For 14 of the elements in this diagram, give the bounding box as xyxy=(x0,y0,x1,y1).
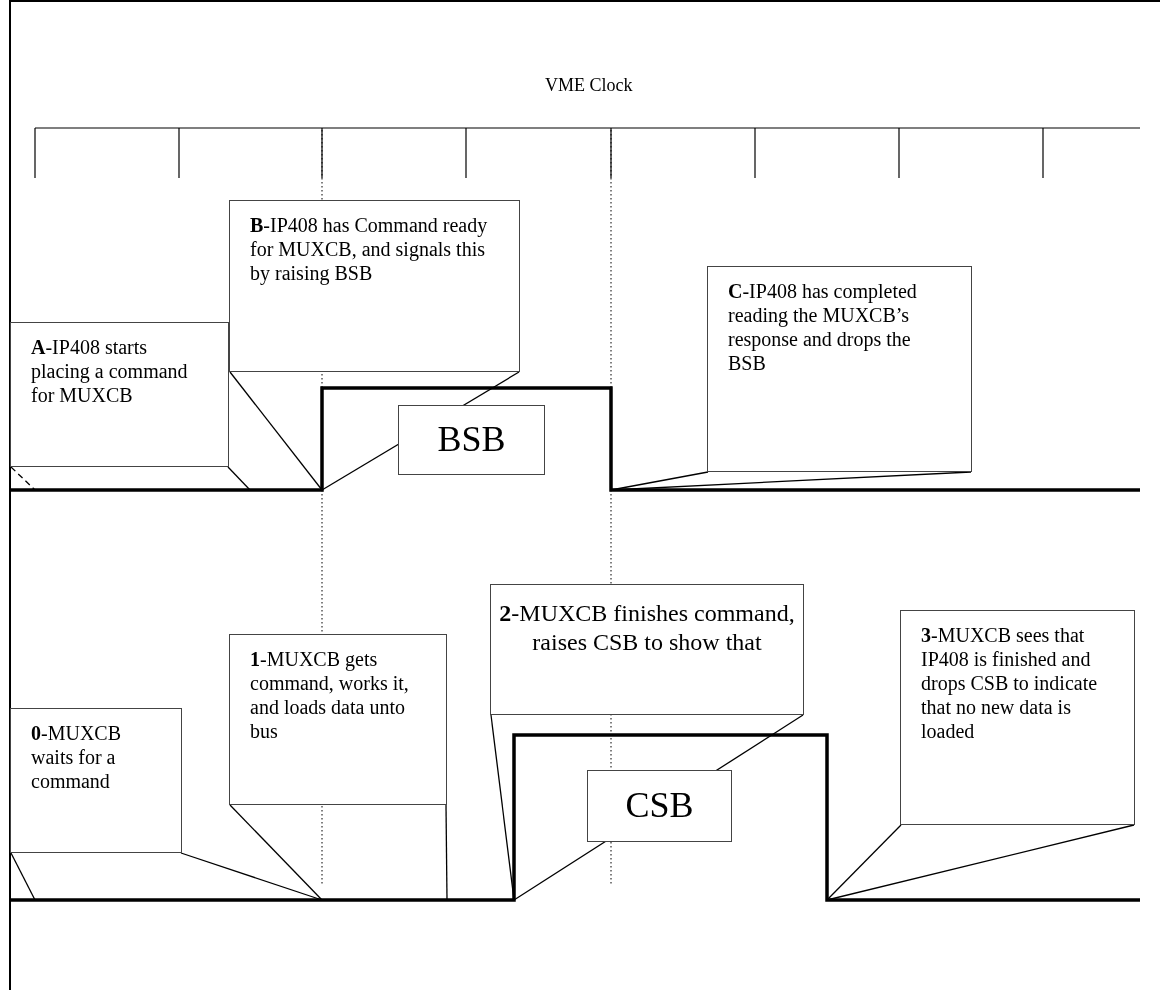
leader-line xyxy=(227,466,251,491)
callout: 3-MUXCB sees that IP408 is finished and drops CSB to indicate that no new data is loaded xyxy=(900,610,1135,825)
callout: C-IP408 has completed reading the MUXCB’s response and drops the BSB xyxy=(707,266,972,472)
callout: 2-MUXCB finishes command, raises CSB to show that xyxy=(490,584,804,715)
signal-label: BSB xyxy=(398,405,545,475)
callout: 0-MUXCB waits for a command xyxy=(10,708,182,853)
signal-label: CSB xyxy=(587,770,732,842)
callout: 1-MUXCB gets command, works it, and loads data unto bus xyxy=(229,634,447,805)
callout: B-IP408 has Command ready for MUXCB, and signals this by raising BSB xyxy=(229,200,520,372)
callout: A-IP408 starts placing a command for MUXCB xyxy=(10,322,229,467)
leader-line xyxy=(826,824,902,901)
leader-line xyxy=(229,804,323,901)
axis-label: VME Clock xyxy=(545,75,633,96)
leader-line xyxy=(445,804,448,901)
